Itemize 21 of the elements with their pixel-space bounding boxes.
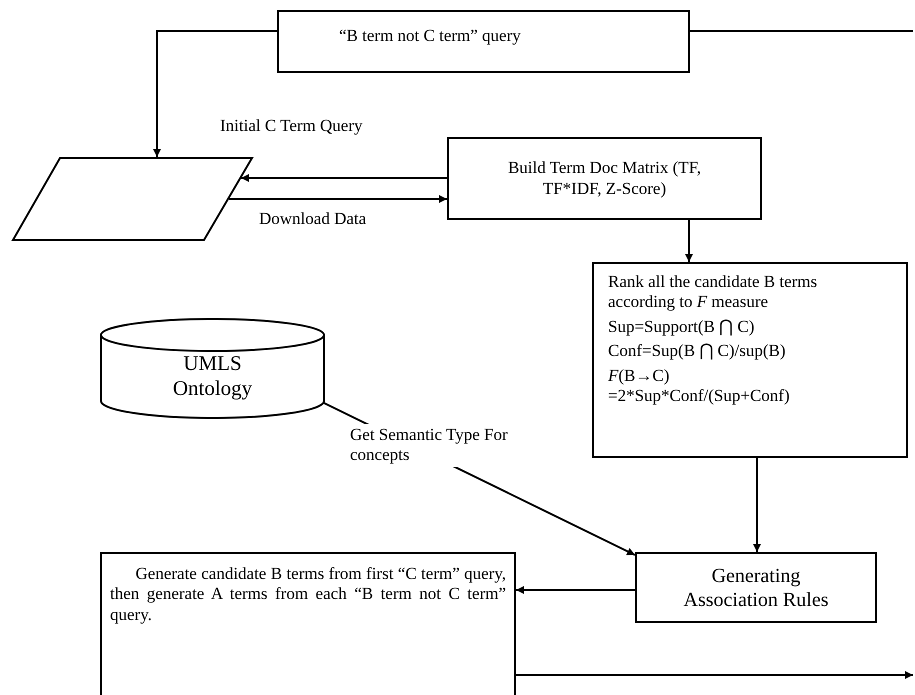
arrow: [229, 195, 447, 203]
arrow: [753, 458, 761, 552]
arrow: [685, 220, 693, 262]
process-box: [635, 552, 877, 623]
node-text: Generate candidate B terms from first “C term” query, then generate A terms from each “B term not C term” query.: [110, 564, 506, 626]
node-text: Build Term Doc Matrix (TF, TF*IDF, Z-Score): [506, 158, 702, 199]
arrow: [241, 174, 447, 182]
node-text: “B term not C term” query: [339, 26, 521, 46]
node-text: Sup=Support(B ⋂ C): [608, 316, 754, 338]
process-box: [100, 552, 516, 695]
process-box: [277, 10, 690, 73]
arrow: [153, 30, 277, 157]
node-text: Generating Association Rules: [682, 564, 830, 612]
process-box: [447, 137, 762, 220]
node-text: F(B→C) =2*Sup*Conf/(Sup+Conf): [608, 366, 791, 406]
arrow: [516, 586, 635, 594]
node-text: Rank all the candidate B terms according to F measure: [608, 272, 818, 313]
arrow: [516, 671, 913, 679]
process-box: [592, 262, 908, 458]
node-text: Conf=Sup(B ⋂ C)/sup(B): [608, 341, 786, 362]
node-text: UMLS Ontology: [172, 350, 254, 402]
